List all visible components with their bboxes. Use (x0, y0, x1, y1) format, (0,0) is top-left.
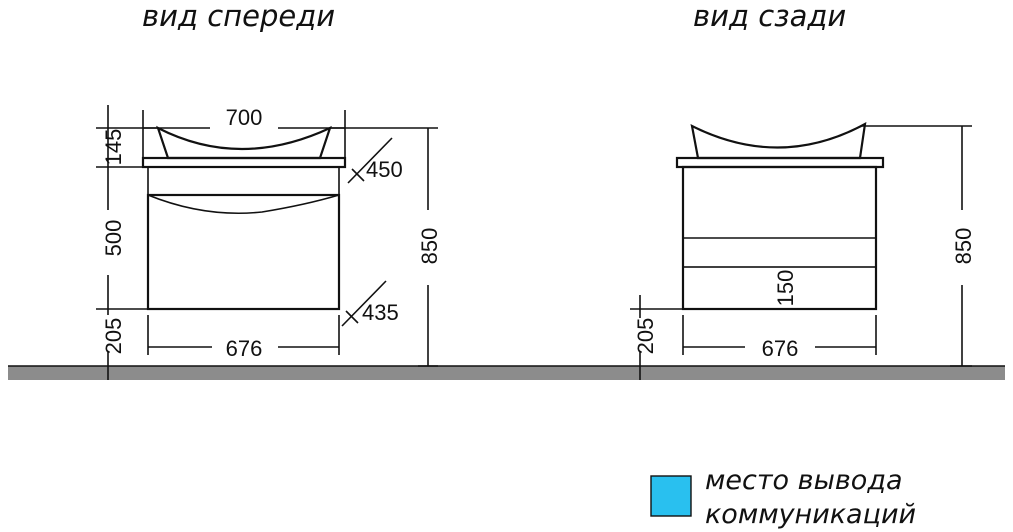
dim-floor-gap-rear: 205 (633, 318, 658, 355)
rear-view: вид сзади 150 205 676 850 (630, 0, 976, 380)
front-basin-outline (156, 125, 332, 160)
dim-cabinet-depth: 435 (362, 300, 399, 325)
leader-line (351, 168, 365, 182)
dim-floor-gap-front: 205 (101, 318, 126, 355)
dim-basin-height: 145 (101, 129, 126, 166)
front-cabinet-body (146, 193, 341, 311)
legend-swatch (650, 475, 692, 517)
rear-countertop (675, 156, 885, 169)
leader-line (347, 137, 393, 184)
dim-service-height: 150 (773, 270, 798, 307)
rear-service-zone (682, 266, 877, 310)
dim-cabinet-width-front: 676 (226, 336, 263, 361)
dim-total-height-front: 850 (417, 228, 442, 265)
rear-basin-outline (690, 121, 867, 160)
rear-view-title: вид сзади (693, 0, 846, 33)
dim-top-depth: 450 (366, 157, 403, 182)
front-view: вид спереди 700 145 500 205 676 (96, 0, 442, 380)
leader-line (345, 310, 359, 324)
front-countertop (141, 156, 347, 169)
legend-line2: коммуникаций (705, 499, 916, 530)
dim-cabinet-width-rear: 676 (762, 336, 799, 361)
legend: место вывода коммуникаций (650, 465, 916, 530)
dim-top-width: 700 (226, 105, 263, 130)
front-upper-strip (147, 166, 340, 196)
dim-total-height-rear: 850 (951, 228, 976, 265)
front-view-title: вид спереди (142, 0, 335, 33)
dim-cabinet-height: 500 (101, 220, 126, 257)
legend-line1: место вывода (705, 465, 903, 496)
front-cabinet-curve (147, 194, 340, 215)
leader-line (341, 280, 387, 327)
floor-band (8, 366, 1005, 380)
